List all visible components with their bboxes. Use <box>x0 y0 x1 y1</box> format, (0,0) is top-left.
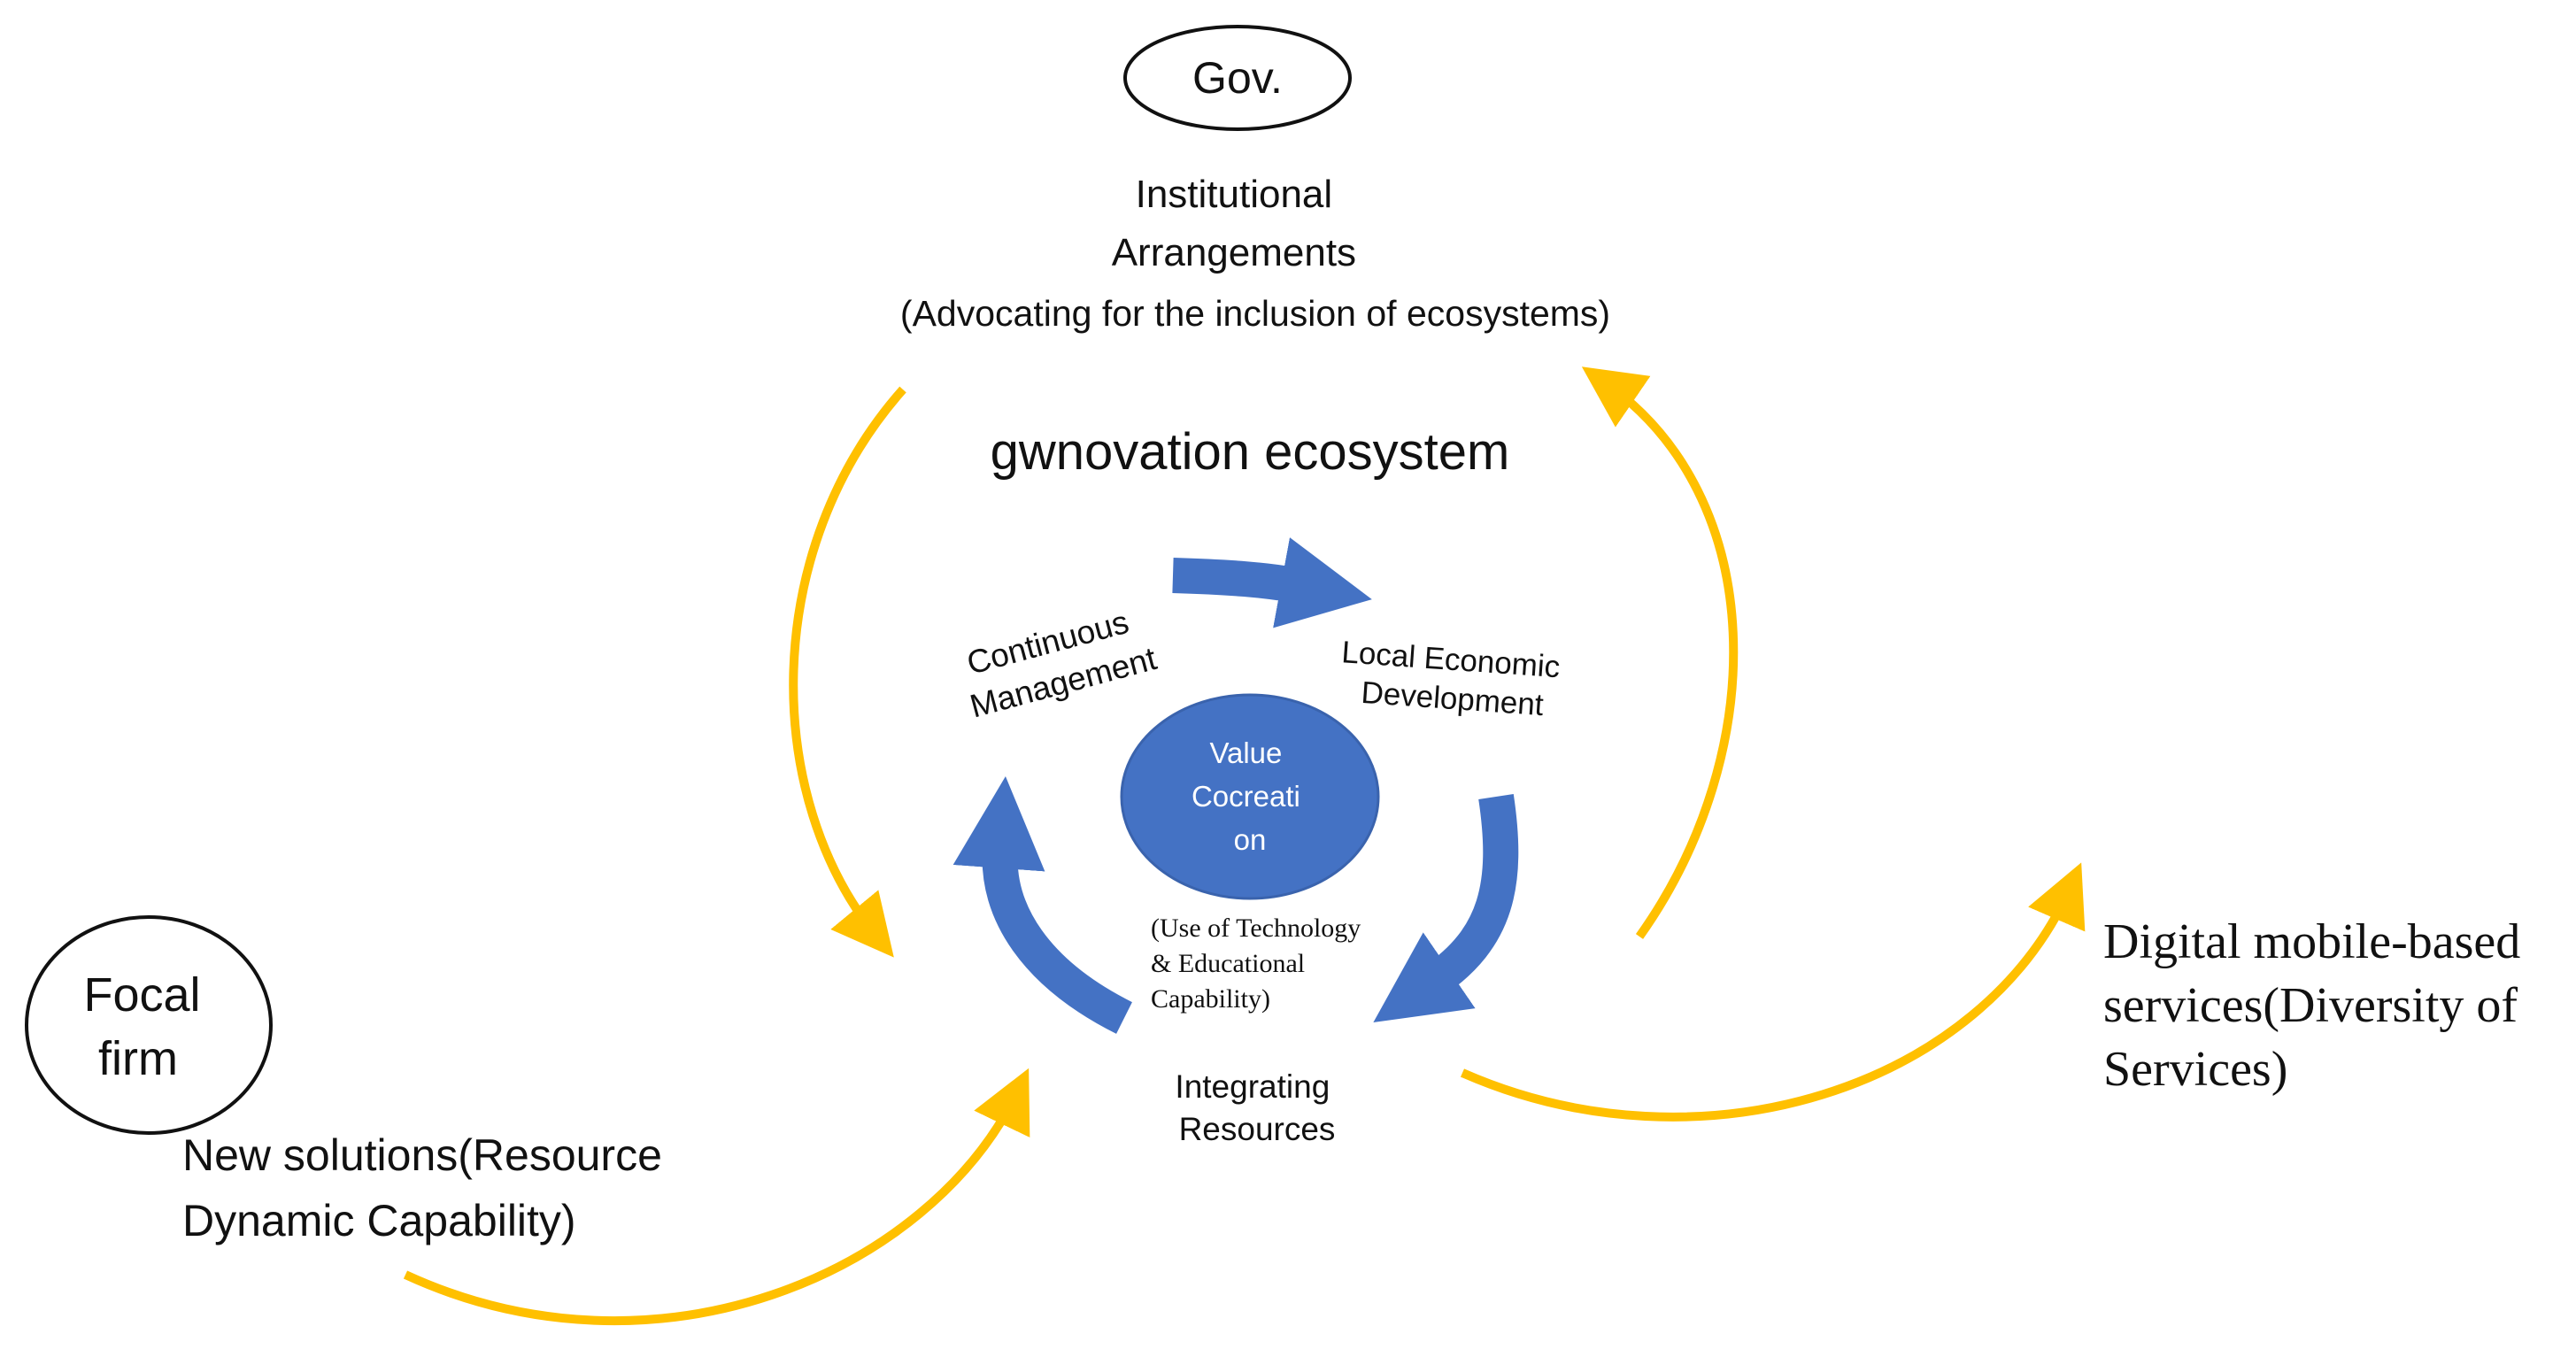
focal-firm-to-ecosystem-arrow <box>403 1068 1030 1325</box>
local-economic-development-label: Local Economic Development <box>1338 635 1570 724</box>
value-cocreation-node <box>1120 693 1380 900</box>
ecosystem-to-digital-services-arrow <box>1460 862 2086 1122</box>
ecosystem-to-gov-arrow <box>1581 366 1739 939</box>
new-solutions-label: New solutions(Resource Dynamic Capabilit… <box>182 1130 675 1245</box>
gov-label: Gov. <box>1192 53 1283 103</box>
use-of-technology-label: (Use of Technology & Educational Capabil… <box>1151 914 1368 1014</box>
management-to-development-arrow <box>1172 537 1372 628</box>
resources-to-management-arrow <box>953 776 1133 1034</box>
value-cocreation-label: Value Cocreati on <box>1192 736 1308 856</box>
ecosystem-title: gwnovation ecosystem <box>991 423 1510 481</box>
development-to-resources-arrow <box>1373 794 1519 1023</box>
continuous-management-label: Continuous Management <box>955 599 1161 725</box>
gov-node <box>1123 25 1352 131</box>
integrating-resources-label: Integrating Resources <box>1175 1068 1338 1147</box>
gov-to-ecosystem-arrow <box>789 386 906 958</box>
digital-services-label: Digital mobile-based services(Diversity … <box>2103 914 2533 1097</box>
institutional-arrangements-label: Institutional Arrangements (Advocating f… <box>900 173 1610 334</box>
focal-firm-node <box>25 915 273 1135</box>
focal-firm-label: Focal firm <box>83 968 213 1085</box>
